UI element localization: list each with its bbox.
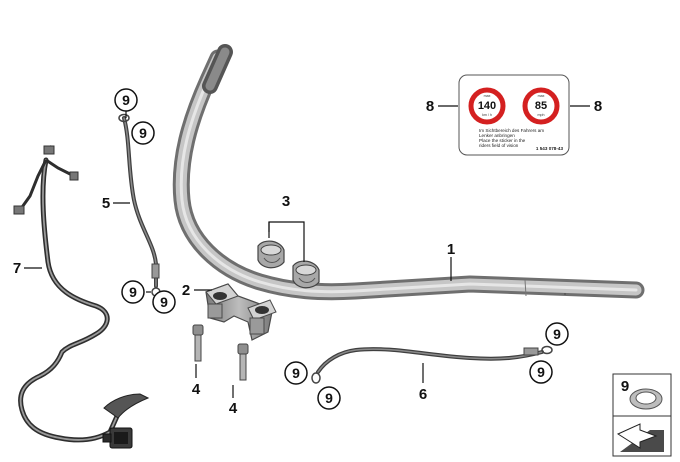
speed-right-unit: mph [538,113,545,117]
callout-3: 3 [282,193,290,210]
callout-8-right: 8 [594,98,602,115]
svg-text:9: 9 [537,364,545,380]
speed-right-top: max [538,94,545,98]
callout-9-cable5-bottom-second: 9 [152,290,176,314]
sticker-line-1: Im Sichtbereich des Fahrers am [479,128,544,133]
legend-box: 9 [612,373,672,457]
speed-sticker: max 140 km / h max 85 mph Im Sichtbereic… [458,74,570,156]
callout-2: 2 [182,282,190,299]
wiring-harness-7 [13,145,150,449]
callout-9-cable6-right-bottom: 9 [529,360,553,384]
handlebar [172,44,645,301]
svg-text:9: 9 [139,125,147,141]
svg-text:9: 9 [325,390,333,406]
callout-9-cable6-right-top: 9 [545,322,569,346]
rubber-bushings [257,240,320,289]
callout-9-cable5-top: 9 [114,88,138,112]
legend-callout-9: 9 [621,378,629,395]
callout-4-right: 4 [229,400,238,417]
sticker-line-4: riders field of vision [479,143,519,148]
sticker-line-3: Place the sticker in the [479,138,526,143]
speed-left-top: max [484,94,491,98]
callout-6: 6 [419,386,427,403]
speed-left-unit: km / h [482,113,492,117]
callout-4-left: 4 [192,381,201,398]
speed-sign-right [522,87,560,125]
svg-text:9: 9 [129,284,137,300]
speed-right-value: 85 [535,100,547,112]
brake-line-6 [311,345,553,384]
leader-lines [24,105,590,398]
callout-8-left: 8 [426,98,434,115]
clamp-bolt-left [192,324,204,362]
handlebar-clamp [205,283,277,341]
svg-text:9: 9 [160,294,168,310]
svg-text:9: 9 [553,326,561,342]
callout-9-cable5-bottom: 9 [121,280,145,304]
sticker-line-2: Lenker anbringen [479,133,515,138]
sticker-part-number: 1 543 078-43 [536,146,564,151]
callout-9-cable5-top-second: 9 [131,121,155,145]
speed-left-value: 140 [478,100,496,112]
callout-9-cable6-left-second: 9 [317,386,341,410]
callout-9-cable6-left: 9 [284,361,308,385]
svg-text:9: 9 [292,365,300,381]
assembly-arrow-icon [616,423,664,452]
speed-sign-left [468,87,506,125]
washer-icon [629,388,663,410]
callout-5: 5 [102,195,110,212]
callout-7: 7 [13,260,21,277]
clamp-bolt-right [237,343,249,381]
svg-text:9: 9 [122,92,130,108]
callout-1: 1 [447,241,455,258]
